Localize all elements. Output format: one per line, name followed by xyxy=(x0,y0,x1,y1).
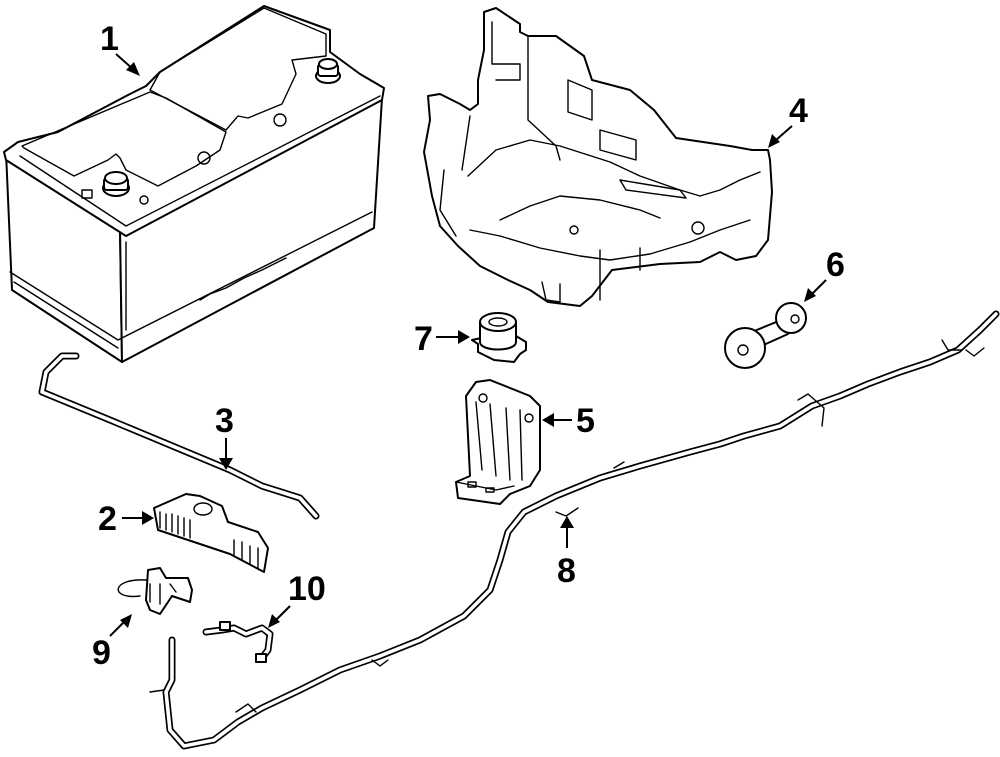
callout-9[interactable]: 9 xyxy=(92,614,132,672)
support-bracket-part[interactable] xyxy=(455,379,541,505)
callout-8[interactable]: 8 xyxy=(557,516,576,590)
leader-line xyxy=(775,125,793,141)
arrow-icon xyxy=(458,330,470,344)
arrow-icon xyxy=(219,458,233,470)
leader-line xyxy=(811,279,827,295)
sensor-wire-part[interactable] xyxy=(202,621,274,663)
callout-3[interactable]: 3 xyxy=(215,402,234,470)
vent-tube-part[interactable] xyxy=(38,352,320,520)
callout-number-9: 9 xyxy=(92,634,111,672)
arrow-icon xyxy=(542,413,554,427)
cable-harness-part[interactable] xyxy=(149,310,1000,750)
callout-number-8: 8 xyxy=(557,552,576,590)
hold-down-clamp-part[interactable] xyxy=(153,493,269,573)
callout-number-6: 6 xyxy=(826,246,845,284)
callout-2[interactable]: 2 xyxy=(98,500,154,538)
leader-line xyxy=(275,605,291,621)
battery-part[interactable] xyxy=(3,5,385,363)
callout-4[interactable]: 4 xyxy=(768,92,808,148)
arrow-icon xyxy=(560,516,574,528)
callout-number-7: 7 xyxy=(414,320,433,358)
callout-number-5: 5 xyxy=(576,402,595,440)
callout-number-1: 1 xyxy=(100,20,119,58)
arrow-icon xyxy=(120,614,132,628)
callout-10[interactable]: 10 xyxy=(268,570,326,628)
callout-5[interactable]: 5 xyxy=(542,402,595,440)
ground-strap-part[interactable] xyxy=(724,302,807,369)
callout-7[interactable]: 7 xyxy=(414,320,470,358)
callout-number-10: 10 xyxy=(288,570,326,608)
bracket-part[interactable] xyxy=(117,567,193,615)
leader-line xyxy=(109,621,125,637)
callout-1[interactable]: 1 xyxy=(100,20,140,76)
arrow-icon xyxy=(768,134,780,148)
arrow-icon xyxy=(268,614,280,628)
insulator-part[interactable] xyxy=(471,312,527,363)
callout-number-2: 2 xyxy=(98,500,117,538)
callout-number-4: 4 xyxy=(789,92,808,130)
arrow-icon xyxy=(126,62,140,76)
battery-tray-part[interactable] xyxy=(423,7,773,307)
callout-6[interactable]: 6 xyxy=(804,246,845,302)
callout-number-3: 3 xyxy=(215,402,234,440)
arrow-icon xyxy=(804,288,816,302)
arrow-icon xyxy=(142,511,154,525)
